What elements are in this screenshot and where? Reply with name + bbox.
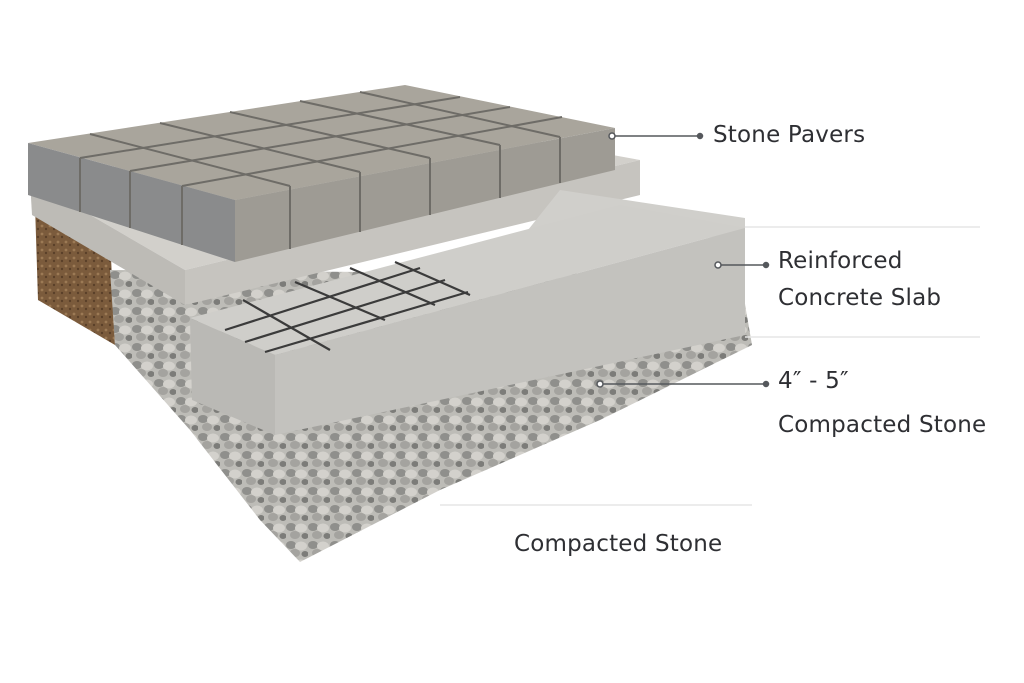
concrete-slab-top-fill [190, 205, 745, 355]
pavers-side [235, 128, 615, 262]
bedding-layer-side [185, 160, 640, 305]
divider-lines [440, 226, 980, 506]
leader-lines [596, 132, 770, 388]
concrete-slab-front [190, 318, 275, 435]
label-thickness: 4″ - 5″ [778, 368, 849, 394]
paver-joints [79, 91, 563, 249]
label-reinforced: Reinforced [778, 248, 903, 274]
label-stone-pavers: Stone Pavers [713, 122, 866, 148]
bedding-layer-front [30, 180, 185, 305]
concrete-slab-side [275, 228, 745, 435]
label-compacted-stone-bottom: Compacted Stone [514, 531, 723, 557]
label-concrete-slab: Concrete Slab [778, 285, 942, 311]
label-compacted-stone-right: Compacted Stone [778, 412, 987, 438]
rebar-mesh [224, 260, 471, 354]
